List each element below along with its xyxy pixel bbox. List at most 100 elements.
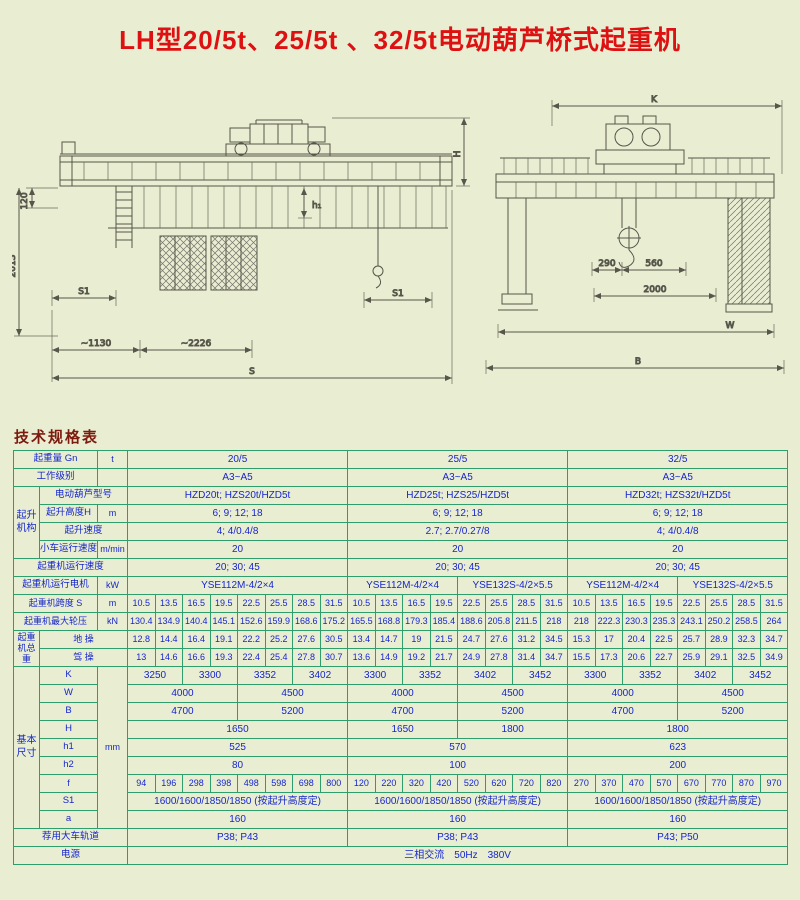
dimension-B: B (485, 357, 785, 374)
value-cell: 25.7 (677, 630, 706, 649)
side-view-drawing: 120 2013 S1 ~1130 ~2226 S (12, 117, 470, 384)
value-cell: 5200 (677, 702, 789, 721)
value-cell: 570 (649, 774, 679, 793)
value-cell: 623 (567, 738, 789, 757)
value-cell: 19.3 (209, 648, 238, 667)
value-cell: 32/5 (567, 450, 789, 469)
unit-cell: kN (97, 612, 128, 631)
row-label: 地 操 (39, 630, 128, 649)
value-cell: 20.6 (622, 648, 651, 667)
value-cell: 22.4 (237, 648, 266, 667)
value-cell: 179.3 (402, 612, 431, 631)
value-cell: HZD20t; HZS20t/HZD5t (126, 486, 349, 505)
value-cell: 200 (567, 756, 789, 775)
value-cell: 10.5 (127, 594, 156, 613)
dimension-2000: 2000 (593, 285, 717, 302)
value-cell: YSE112M-4/2×4 (347, 576, 459, 595)
value-cell: 3352 (622, 666, 679, 685)
value-cell: 17.3 (594, 648, 624, 667)
value-cell: 20.4 (622, 630, 651, 649)
row-label: f (39, 774, 98, 793)
value-cell: 222.3 (594, 612, 624, 631)
value-cell: 3402 (457, 666, 514, 685)
value-cell: 22.7 (649, 648, 679, 667)
dimension-290: 290 (591, 259, 623, 276)
value-cell: 22.5 (457, 594, 486, 613)
value-cell: 525 (126, 738, 349, 757)
value-cell: 3402 (291, 666, 349, 685)
value-cell: 3452 (512, 666, 569, 685)
value-cell: 25.2 (264, 630, 293, 649)
value-cell: 6; 9; 12; 18 (347, 504, 569, 523)
value-cell: 4700 (567, 702, 679, 721)
value-cell: 520 (457, 774, 486, 793)
value-cell: 370 (594, 774, 624, 793)
value-cell: 17 (594, 630, 624, 649)
value-cell: 20; 30; 45 (126, 558, 349, 577)
value-cell: 25.4 (264, 648, 293, 667)
value-cell: 20; 30; 45 (567, 558, 789, 577)
hook-pendant (372, 186, 384, 289)
value-cell: 5200 (236, 702, 349, 721)
row-label: S1 (39, 792, 98, 811)
value-cell: 820 (539, 774, 569, 793)
dim-label-B: B (635, 357, 641, 367)
value-cell: 3352 (402, 666, 459, 685)
dimension-h1: h₁ (298, 188, 322, 219)
row-label: W (39, 684, 98, 703)
value-cell: 94 (127, 774, 156, 793)
value-cell: 298 (182, 774, 211, 793)
value-cell: 270 (567, 774, 596, 793)
value-cell: HZD25t; HZS25/HZD5t (347, 486, 569, 505)
value-cell: 27.6 (292, 630, 321, 649)
value-cell: 570 (347, 738, 569, 757)
value-cell: 27.8 (292, 648, 321, 667)
value-cell: YSE112M-4/2×4 (567, 576, 679, 595)
value-cell: 159.9 (264, 612, 293, 631)
value-cell: YSE132S-4/2×5.5 (677, 576, 789, 595)
value-cell: 25.5 (264, 594, 293, 613)
row-label: h2 (39, 756, 98, 775)
value-cell: 3452 (732, 666, 789, 685)
value-cell: 1650 (347, 720, 459, 739)
value-cell: 770 (704, 774, 734, 793)
value-cell: 16.5 (182, 594, 211, 613)
value-cell: 14.6 (154, 648, 183, 667)
value-cell: 22.5 (677, 594, 706, 613)
value-cell: 14.9 (374, 648, 404, 667)
value-cell: 160 (567, 810, 789, 829)
value-cell: 19.5 (649, 594, 679, 613)
value-cell: 230.3 (622, 612, 651, 631)
value-cell: P38; P43 (347, 828, 569, 847)
value-cell: 3352 (237, 666, 293, 685)
value-cell: 175.2 (319, 612, 349, 631)
value-cell: 6; 9; 12; 18 (126, 504, 349, 523)
unit-cell: m/min (97, 540, 128, 559)
dim-label-h1: h₁ (312, 201, 322, 211)
value-cell: 30.5 (319, 630, 349, 649)
value-cell: 27.6 (484, 630, 514, 649)
value-cell: 19 (402, 630, 431, 649)
value-cell: 196 (154, 774, 183, 793)
value-cell: YSE132S-4/2×5.5 (457, 576, 569, 595)
value-cell: 24.7 (457, 630, 486, 649)
value-cell: 15.5 (567, 648, 596, 667)
value-cell: 14.4 (154, 630, 183, 649)
value-cell: 29.1 (704, 648, 734, 667)
row-label: 起升速度 (39, 522, 128, 541)
value-cell: 258.5 (732, 612, 761, 631)
value-cell: 168.8 (374, 612, 404, 631)
